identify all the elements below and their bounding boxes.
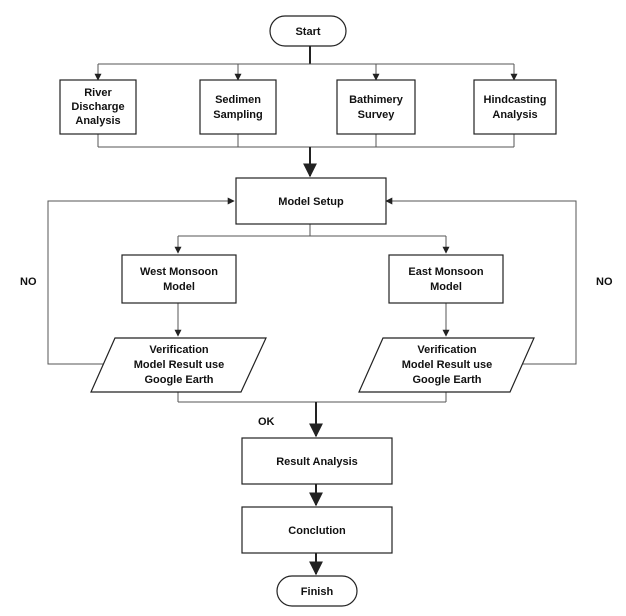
verification-west-line-2: Model Result use [134,359,224,371]
verification-west-parallelogram [90,337,267,393]
loop-no-left [47,197,235,365]
finish-terminal [276,575,358,607]
verification-east-parallelogram [358,337,535,393]
river-label-line-3: Analysis [75,115,120,127]
verification-east-line-3: Google Earth [412,374,481,386]
verification-east-line-1: Verification [417,344,477,356]
west-monsoon-label-line-1: West Monsoon [140,266,218,278]
model-setup-label: Model Setup [278,196,344,208]
ok-label: OK [258,416,275,428]
sedimen-sampling-node: Sedimen Sampling [199,79,277,135]
loop-no-right [385,197,577,365]
river-label-line-2: Discharge [71,101,124,113]
river-label-line-1: River [84,87,112,99]
no-left-label: NO [20,276,37,288]
river-discharge-box [59,79,137,135]
no-right-label: NO [596,276,613,288]
verification-east-node: Verification Model Result use Google Ear… [358,337,535,393]
result-analysis-box [241,437,393,485]
verification-west-line-3: Google Earth [144,374,213,386]
bathimery-label-line-1: Bathimery [349,94,404,106]
start-node: Start [269,15,347,47]
start-label: Start [295,26,320,38]
bathimery-survey-node: Bathimery Survey [336,79,416,135]
hindcasting-label-line-1: Hindcasting [484,94,547,106]
model-setup-box [235,177,387,225]
east-monsoon-label-line-1: East Monsoon [408,266,483,278]
west-monsoon-label-line-2: Model [163,281,195,293]
hindcasting-label-line-2: Analysis [492,109,537,121]
conclution-label: Conclution [288,525,346,537]
west-monsoon-node: West Monsoon Model [121,254,237,304]
sedimen-label-line-1: Sedimen [215,94,261,106]
result-analysis-node: Result Analysis [241,437,393,485]
east-monsoon-box [388,254,504,304]
bathimery-survey-box [336,79,416,135]
east-monsoon-node: East Monsoon Model [388,254,504,304]
conclution-node: Conclution [241,506,393,554]
connectors [47,46,577,576]
hindcasting-analysis-box [473,79,557,135]
model-setup-node: Model Setup [235,177,387,225]
verification-east-line-2: Model Result use [402,359,492,371]
conclution-box [241,506,393,554]
hindcasting-analysis-node: Hindcasting Analysis [473,79,557,135]
verification-west-node: Verification Model Result use Google Ear… [90,337,267,393]
east-monsoon-label-line-2: Model [430,281,462,293]
start-terminal [269,15,347,47]
bathimery-label-line-2: Survey [358,109,396,121]
river-discharge-node: River Discharge Analysis [59,79,137,135]
finish-label: Finish [301,586,334,598]
result-analysis-label: Result Analysis [276,456,358,468]
west-monsoon-box [121,254,237,304]
sedimen-sampling-box [199,79,277,135]
finish-node: Finish [276,575,358,607]
verification-west-line-1: Verification [149,344,209,356]
sedimen-label-line-2: Sampling [213,109,263,121]
